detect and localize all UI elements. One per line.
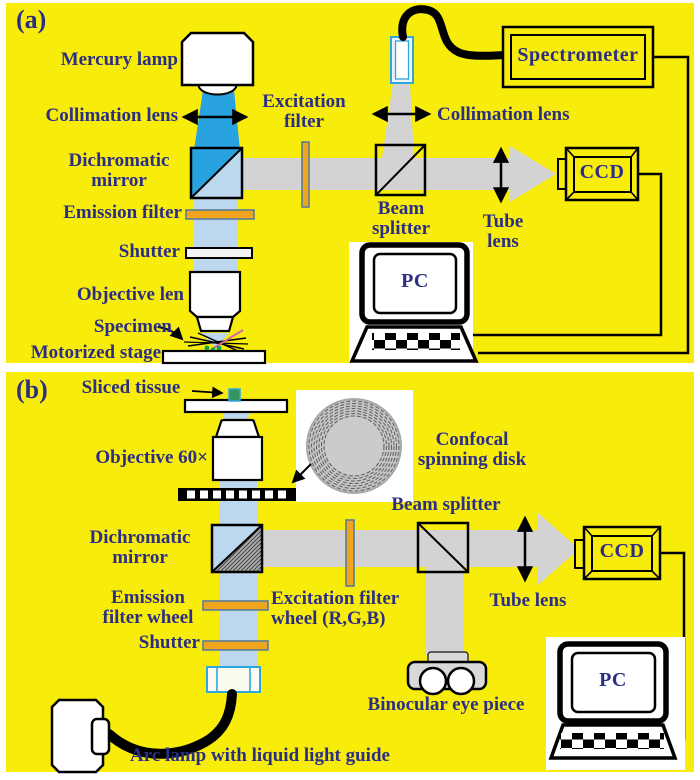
excitation-filter-a (301, 141, 310, 208)
ccd-camera-b (574, 525, 662, 581)
eyepiece-beam (425, 567, 463, 655)
shutter-bar-a (185, 247, 253, 259)
collimation-lens-right-label: Collimation lens (437, 104, 570, 125)
light-guide-coupler (206, 666, 261, 693)
confocal-spinning-disk-label: Confocal spinning disk (417, 429, 527, 470)
pc-a-label: PC (401, 270, 429, 292)
beam-splitter-b (416, 521, 470, 574)
arc-lamp-label: Arc lamp with liquid light guide (130, 745, 390, 766)
tissue-sample (228, 388, 241, 402)
panel-a (6, 3, 694, 365)
emission-beam-column (194, 196, 238, 272)
motorized-stage-label: Motorized stage (30, 342, 161, 363)
binocular-eye-piece-label: Binocular eye piece (367, 694, 525, 715)
tube-lens-b-label: Tube lens (489, 590, 567, 611)
excitation-filter-label: Excitation filter (262, 91, 346, 132)
beam-splitter-a (374, 143, 427, 197)
dichromatic-mirror-b (210, 523, 264, 574)
tube-lens-a-label: Tube lens (482, 211, 524, 252)
mercury-lamp (180, 31, 255, 96)
binocular-eye-piece-figure (406, 651, 488, 696)
pc-a (349, 242, 479, 363)
shutter-a-label: Shutter (118, 241, 180, 262)
detection-beam-b (262, 512, 579, 586)
emission-filter-wheel-label: Emission filter wheel (102, 587, 194, 628)
beam-column-b (219, 480, 257, 668)
motorized-stage-bar (161, 349, 267, 365)
beam-splitter-b-label: Beam splitter (391, 494, 501, 515)
spectrometer-box (501, 25, 655, 89)
detection-beam (242, 146, 556, 202)
excitation-filter-wheel-bar (345, 519, 355, 587)
slide-bar (183, 398, 289, 414)
panel-b-tag: (b) (16, 375, 48, 404)
mercury-lamp-label: Mercury lamp (60, 49, 178, 70)
ccd-b-label: CCD (599, 540, 645, 562)
fiber-coupler-a (390, 36, 414, 84)
emission-filter-bar (185, 209, 255, 220)
dichromatic-mirror-a-label: Dichromatic mirror (68, 150, 170, 191)
ccd-a-label: CCD (579, 161, 625, 183)
dichromatic-mirror-a (189, 146, 244, 200)
ccd-pc-wire-a (473, 172, 663, 337)
specimen-label: Specimen (93, 316, 172, 337)
fiber-cable-a (398, 5, 508, 60)
excitation-filter-wheel-label: Excitation filter wheel (R,G,B) (271, 588, 399, 629)
objective-a (188, 270, 242, 348)
spectrometer-pc-wire (478, 55, 690, 355)
pc-b-label: PC (599, 669, 627, 691)
emission-filter-label: Emission filter (63, 202, 182, 223)
spectrometer-label: Spectrometer (517, 44, 639, 66)
objective-60x-label: Objective 60× (95, 447, 208, 468)
liquid-light-guide-cable (104, 689, 237, 759)
specimen-arrow (157, 326, 184, 341)
spinning-disk-bar (178, 488, 297, 501)
panel-b (6, 372, 694, 774)
collimation-lens-left-label: Collimation lens (45, 105, 178, 126)
dichromatic-mirror-b-label: Dichromatic mirror (89, 527, 191, 568)
arc-lamp (50, 698, 111, 774)
ccd-camera-a (557, 146, 640, 202)
objective-len-label: Objective len (76, 284, 184, 305)
panel-a-tag: (a) (16, 5, 47, 34)
disk-arrow (291, 463, 312, 484)
specimen-figure (183, 329, 249, 353)
emission-filter-wheel-bar (202, 600, 269, 611)
shutter-b-label: Shutter (138, 632, 200, 653)
confocal-spinning-disk-inset (296, 390, 413, 502)
sliced-tissue-label: Sliced tissue (81, 377, 181, 398)
objective-b (211, 418, 264, 482)
beam-splitter-a-label: Beam splitter (371, 198, 431, 239)
shutter-bar-b (202, 640, 269, 651)
tissue-arrow (191, 386, 224, 399)
pc-b (546, 637, 685, 770)
